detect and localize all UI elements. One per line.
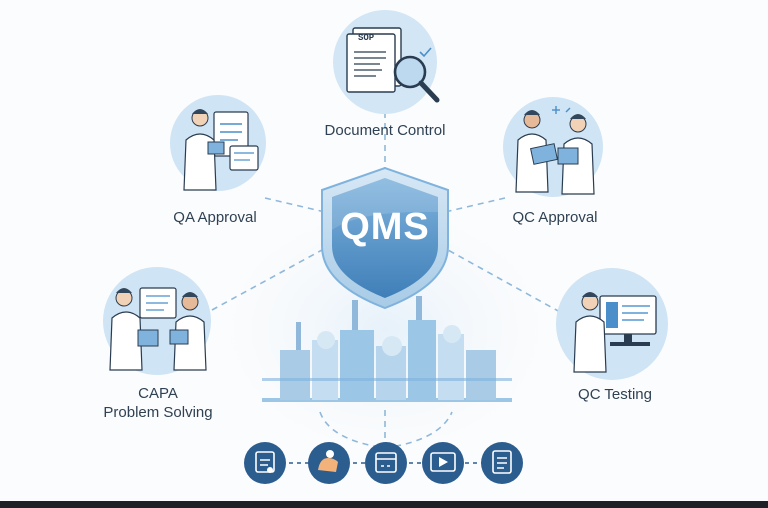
scientist-figure-icon [183, 109, 225, 191]
qc-testing-node [556, 268, 668, 380]
qc-approval-node [503, 97, 603, 197]
scientist-figure-icon [573, 292, 607, 373]
sparkle-icon [552, 106, 571, 114]
document-control-label: Document Control [324, 122, 446, 139]
hand-icon[interactable] [308, 442, 350, 484]
qc-approval-label: QC Approval [512, 209, 598, 226]
checklist-icon[interactable] [481, 442, 523, 484]
calendar-icon[interactable] [365, 442, 407, 484]
qa-approval-label: QA Approval [173, 209, 257, 226]
capa-node [103, 267, 211, 375]
factory-illustration [262, 296, 512, 402]
qc-testing-label: QC Testing [578, 386, 652, 403]
qms-shield [321, 166, 449, 310]
connector-capa [211, 249, 323, 311]
check-icon [419, 47, 432, 58]
capa-label: CAPA Problem Solving [88, 384, 228, 422]
qa-approval-node [170, 95, 266, 191]
document-control-node [333, 10, 440, 114]
video-icon[interactable] [422, 442, 464, 484]
magnifier-icon [393, 55, 440, 103]
sop-document-icon [346, 27, 402, 93]
qms-center-label: QMS [340, 206, 430, 248]
bottom-edge-bar [0, 501, 768, 508]
scientist-right-icon [557, 114, 595, 195]
certificate-icon[interactable] [244, 442, 286, 484]
bottom-icon-row [244, 442, 523, 484]
sop-badge: SOP [358, 33, 375, 43]
scientist-left-icon [515, 110, 558, 193]
capa-label-line2: Problem Solving [103, 404, 213, 421]
capa-label-line1: CAPA [138, 385, 178, 402]
scientist-left-icon [109, 288, 159, 371]
scientist-right-icon [169, 292, 207, 371]
